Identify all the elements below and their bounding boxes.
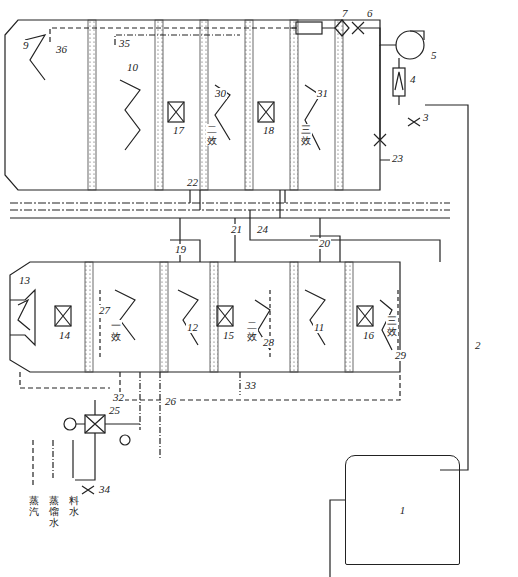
callout-number: 10 — [126, 62, 139, 73]
callout-number: 13 — [18, 275, 31, 286]
callout-number: 12 — [186, 322, 199, 333]
callout-number: 27 — [98, 305, 111, 316]
callout-number: 25 — [108, 405, 121, 416]
stage-label: 二效 — [246, 320, 258, 342]
callout-number: 14 — [58, 330, 71, 341]
callout-number: 5 — [430, 50, 438, 61]
legend-text: 蒸汽 — [28, 495, 40, 517]
callout-number: 34 — [98, 484, 111, 495]
callout-number: 36 — [55, 44, 68, 55]
callout-number: 29 — [394, 350, 407, 361]
callout-number: 7 — [341, 8, 349, 19]
callout-number: 20 — [318, 238, 331, 249]
callout-number: 15 — [222, 330, 235, 341]
stage-label: 二效 — [206, 124, 218, 146]
callout-number: 11 — [313, 322, 325, 333]
callout-number: 4 — [409, 74, 417, 85]
callout-number: 23 — [391, 153, 404, 164]
callout-number: 16 — [362, 330, 375, 341]
callout-number: 32 — [112, 392, 125, 403]
callout-number: 22 — [186, 177, 199, 188]
callout-number: 19 — [174, 244, 187, 255]
stage-label: 一效 — [110, 320, 122, 342]
callout-number: 33 — [244, 380, 257, 391]
callout-number: 6 — [366, 8, 374, 19]
callout-number: 26 — [164, 396, 177, 407]
callout-number: 9 — [22, 40, 30, 51]
legend-text: 蒸馏水 — [48, 495, 60, 528]
callout-number: 35 — [118, 38, 131, 49]
callout-number: 28 — [262, 337, 275, 348]
stage-label: 三效 — [386, 315, 398, 337]
callout-number: 24 — [256, 224, 269, 235]
legend-text: 料水 — [68, 495, 80, 517]
callout-number: 18 — [262, 125, 275, 136]
callout-number: 3 — [422, 112, 430, 123]
callout-number: 31 — [316, 88, 329, 99]
callout-number: 21 — [230, 224, 243, 235]
callout-number: 2 — [474, 340, 482, 351]
callout-number: 17 — [172, 125, 185, 136]
callout-number: 30 — [214, 88, 227, 99]
stage-label: 三效 — [300, 124, 312, 146]
feed-tank: 1 — [345, 455, 460, 565]
callout-number: 1 — [400, 504, 406, 516]
